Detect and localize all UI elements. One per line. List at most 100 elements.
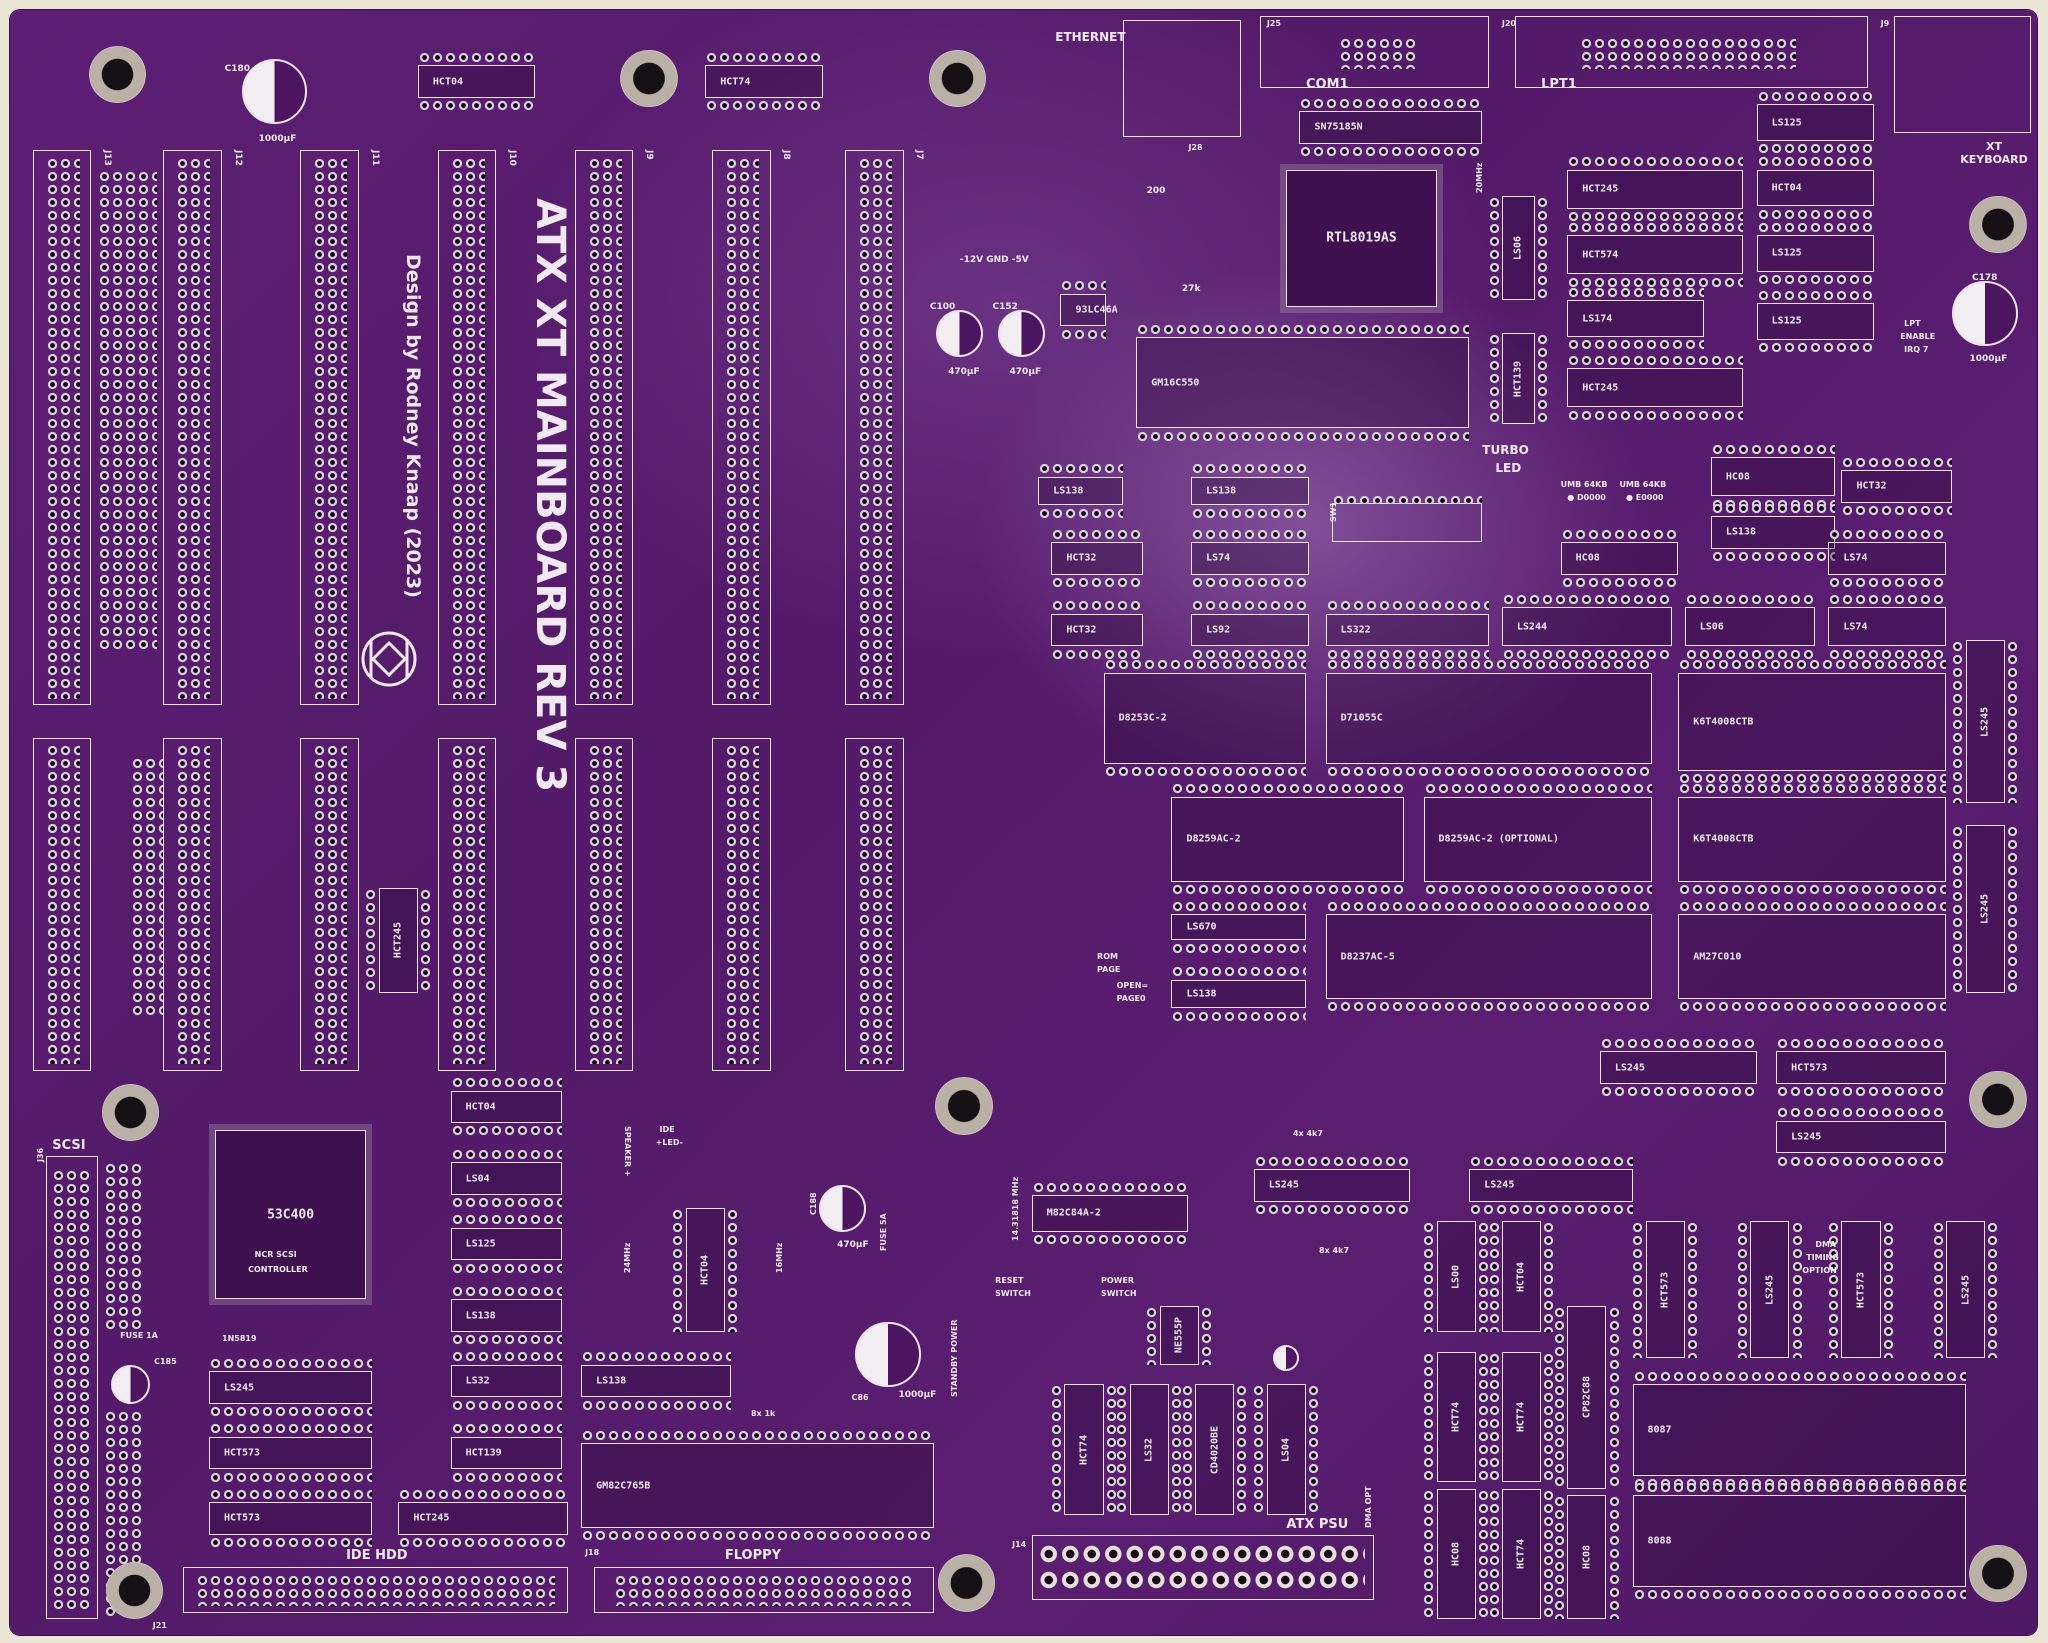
silkscreen-label: 1000µF xyxy=(258,133,297,144)
pin-row xyxy=(1051,647,1143,661)
silkscreen-label: DMA xyxy=(1815,1239,1837,1249)
pin-row xyxy=(1560,575,1679,589)
slot-pins xyxy=(724,744,759,1065)
chip-label: D71055C xyxy=(1340,712,1383,724)
pin-row xyxy=(450,1285,562,1299)
pin-row xyxy=(417,50,536,64)
chip-label: LS125 xyxy=(1771,117,1802,129)
pin-row xyxy=(2006,639,2020,804)
silkscreen-label: OPEN= xyxy=(1116,981,1149,991)
ic-chip: HCT573 xyxy=(208,1436,373,1470)
pin-row xyxy=(1841,504,1953,518)
pin-row xyxy=(1191,647,1309,661)
silkscreen-label: C185 xyxy=(154,1357,177,1367)
pin-row xyxy=(450,1124,562,1138)
prototype-pins xyxy=(97,169,157,653)
pin-row xyxy=(1986,1221,2000,1359)
pin-row xyxy=(1423,782,1653,796)
floppy-pins xyxy=(613,1573,915,1607)
keyboard-din xyxy=(1893,15,2031,134)
pin-row xyxy=(1103,658,1306,672)
pin-row xyxy=(1469,1154,1633,1168)
pin-row xyxy=(1607,1495,1621,1620)
isa-slot xyxy=(163,737,223,1071)
pin-row xyxy=(1790,1221,1804,1359)
slot-pins xyxy=(176,744,211,1065)
ic-chip: LS125 xyxy=(450,1227,562,1261)
pin-row xyxy=(1776,1106,1946,1120)
pin-row xyxy=(1325,647,1489,661)
pin-row xyxy=(1299,144,1483,158)
silkscreen-label: NCR SCSI xyxy=(254,1250,297,1260)
pin-row xyxy=(1756,142,1875,156)
pcb-board: ATX XT MAINBOARD REV 3 Design by Rodney … xyxy=(10,10,2037,1635)
pin-row xyxy=(1038,506,1124,520)
chip-label: LS32 xyxy=(1143,1437,1155,1462)
electrolytic-capacitor xyxy=(818,1184,866,1232)
chip-label: LS245 xyxy=(1979,706,1991,737)
silkscreen-label: FUSE 5A xyxy=(879,1213,889,1252)
chip-label: HC08 xyxy=(1725,471,1750,483)
chip-label: HC08 xyxy=(1581,1545,1593,1570)
pin-row xyxy=(1735,1221,1749,1359)
pin-row xyxy=(1542,1488,1556,1620)
pin-row xyxy=(1200,1306,1214,1365)
silkscreen-label: IDE xyxy=(659,1124,675,1134)
pin-row xyxy=(1678,1000,1946,1014)
chip-label: SN75185N xyxy=(1314,121,1363,133)
ic-chip: HCT74 xyxy=(1501,1351,1542,1483)
silkscreen-label: 470µF xyxy=(948,367,980,378)
pin-row xyxy=(1567,408,1744,422)
mounting-hole xyxy=(928,49,987,108)
pin-row xyxy=(1567,353,1744,367)
pin-row xyxy=(1567,155,1744,169)
pin-row xyxy=(1567,286,1705,300)
scsi-pins xyxy=(52,1168,92,1613)
ic-chip: AM27C010 xyxy=(1678,914,1946,1000)
pin-row xyxy=(1325,1000,1653,1014)
ic-chip: LS125 xyxy=(1756,235,1875,272)
isa-slot xyxy=(574,150,634,706)
ic-chip: CP82C88 xyxy=(1567,1306,1607,1489)
chip-label: LS06 xyxy=(1699,621,1724,633)
pin-row xyxy=(1756,155,1875,169)
pin-row xyxy=(1325,658,1653,672)
silkscreen-label: 27k xyxy=(1181,283,1201,294)
pin-row xyxy=(1332,493,1483,505)
chip-label: LS138 xyxy=(1186,988,1217,1000)
ic-chip: LS670 xyxy=(1171,914,1306,941)
silkscreen-label: 4x 4k7 xyxy=(1292,1128,1323,1138)
pin-row xyxy=(1542,1221,1556,1333)
ic-chip: K6T4008CTB xyxy=(1678,672,1946,771)
prototype-pins xyxy=(130,757,164,1019)
chip-label: HCT573 xyxy=(1659,1271,1671,1308)
pin-row xyxy=(1180,1384,1194,1515)
silkscreen-label: C180 xyxy=(224,64,251,75)
ic-chip: LS245 xyxy=(1750,1221,1790,1359)
isa-slot xyxy=(437,737,497,1071)
pin-row xyxy=(1191,506,1309,520)
pin-row xyxy=(1307,1384,1321,1515)
pin-row xyxy=(1542,1351,1556,1483)
chip-label: HCT74 xyxy=(720,76,751,88)
chip-label: HCT04 xyxy=(1771,182,1802,194)
chip-label: CD4020BE xyxy=(1209,1425,1221,1474)
silkscreen-label: ● E0000 xyxy=(1625,492,1664,502)
chip-label: HCT32 xyxy=(1856,480,1887,492)
pin-row xyxy=(1678,782,1946,796)
pin-row xyxy=(1599,1036,1757,1050)
chip-label: HCT04 xyxy=(465,1101,496,1113)
ic-chip: HCT04 xyxy=(685,1208,725,1333)
chip-label: LS92 xyxy=(1206,624,1231,636)
chip-label: LS245 xyxy=(1268,1179,1299,1191)
silkscreen-label: 1000µF xyxy=(898,1389,937,1400)
ic-chip: LS125 xyxy=(1756,302,1875,340)
silkscreen-label: 16MHz xyxy=(774,1242,784,1274)
chip-label: LS138 xyxy=(1206,485,1237,497)
slot-label: J13 xyxy=(102,150,112,167)
ic-chip: HCT574 xyxy=(1567,235,1744,275)
chip-label: HCT32 xyxy=(1066,552,1097,564)
mounting-hole xyxy=(1969,195,2027,254)
ic-chip: HCT04 xyxy=(1501,1221,1542,1333)
atx-psu-connector-label: ATX PSU xyxy=(1286,1516,1349,1532)
